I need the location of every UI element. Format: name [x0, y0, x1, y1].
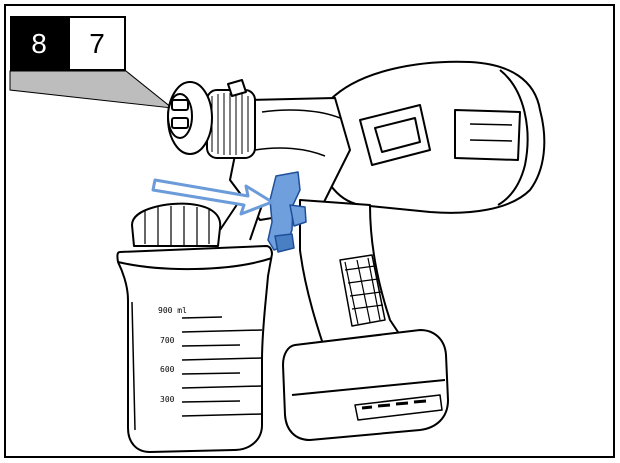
battery-pack: [282, 329, 449, 441]
nozzle-assembly: [167, 79, 256, 159]
step-number-badge: 8: [10, 16, 68, 71]
jar-scale-label: 700: [160, 336, 175, 345]
jar-scale-label: 600: [160, 365, 175, 374]
jar-scale-label: 900 ml: [158, 306, 187, 315]
jar-lid: [131, 202, 222, 247]
trigger-highlight: [267, 171, 307, 253]
sub-step-number-badge: 7: [68, 16, 126, 71]
callout-pointer: [9, 70, 174, 109]
paint-jar: [116, 245, 273, 453]
handle-grip: [339, 254, 386, 327]
direction-arrow: [151, 178, 274, 216]
jar-scale-label: 300: [160, 395, 175, 404]
